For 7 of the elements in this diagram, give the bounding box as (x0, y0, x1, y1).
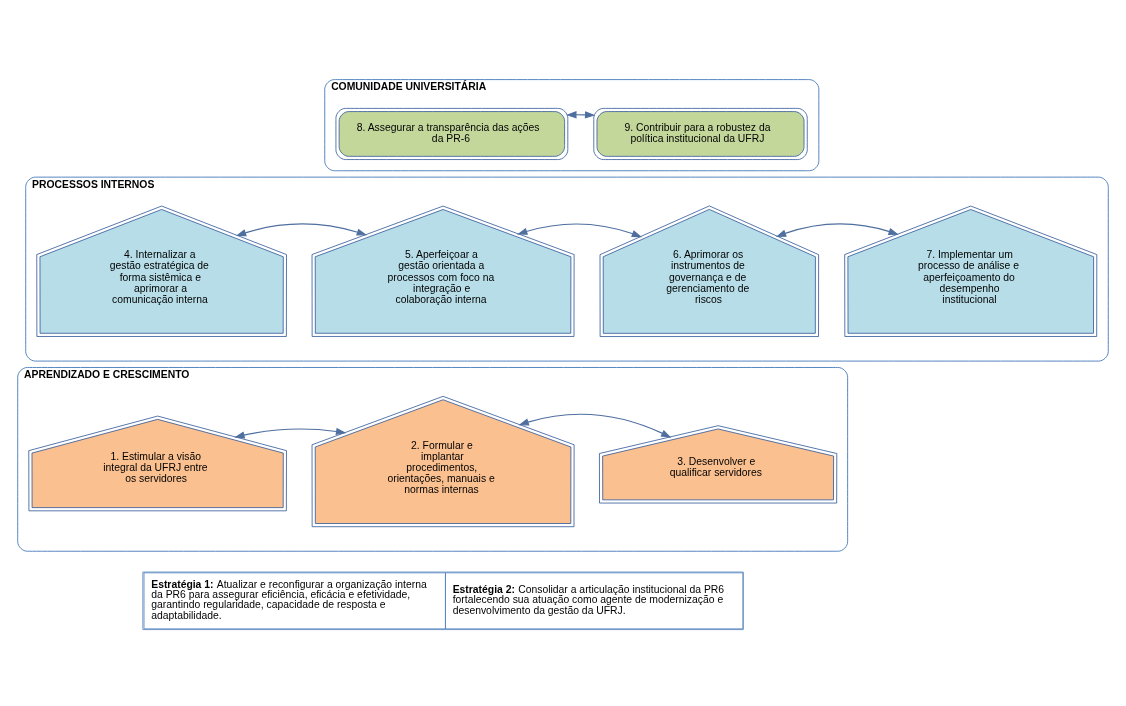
arrow (517, 223, 643, 238)
arrow (518, 413, 672, 438)
label: Estratégia 1: Atualizar e reconfigurar a organização interna da PR6 para assegurar eficiência, eficácia e efetividade, garantindo regularidade, capacidade de resposta e adaptabilidade. (151, 578, 427, 621)
arrow (234, 427, 347, 439)
label: Estratégia 2: Consolidar a articulação institucional da PR6 fortalecendo sua atuação como agente de modernização e desenvolvimento da gestão da UFRJ. (452, 583, 725, 616)
arrow (775, 223, 899, 237)
arrow (235, 223, 368, 237)
